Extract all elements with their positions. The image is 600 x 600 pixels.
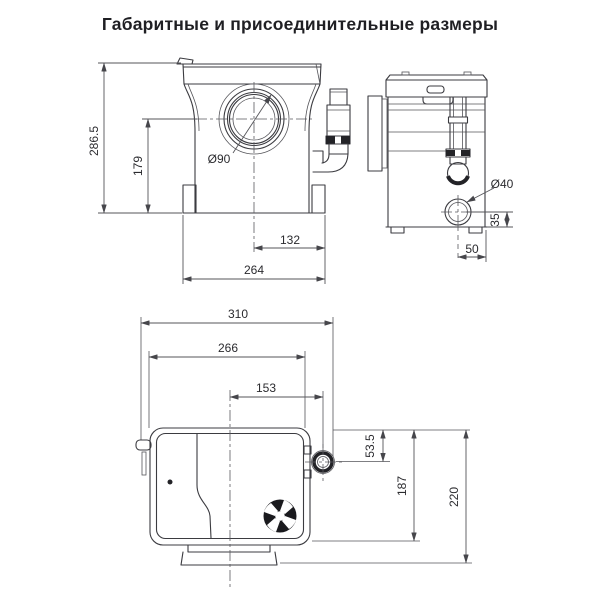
lid-bump-left	[401, 71, 410, 76]
dim-ext-lines	[98, 62, 182, 214]
pipe-clamp-left	[446, 150, 455, 156]
side-inlet-leader	[466, 187, 495, 203]
pipe-coupling-rings	[327, 109, 350, 132]
right-tab-upper	[303, 445, 312, 455]
back-plate-edge	[381, 98, 388, 169]
lid-notch	[422, 96, 454, 105]
side-lid	[385, 74, 488, 98]
right-tab-lower	[303, 469, 312, 479]
screw-dot	[167, 479, 173, 485]
pipe-seg-1	[449, 96, 467, 118]
pipe-seg-1-lines	[453, 97, 463, 117]
outlet-centerlines	[305, 444, 343, 481]
dim-label-body-width: 266	[218, 341, 238, 355]
dim-label-axis-to-outlet: 153	[256, 381, 276, 395]
body-inner-edge	[187, 83, 317, 132]
dim-side-inlet-offset: 50	[457, 226, 487, 262]
page-title: Габаритные и присоединительные размеры	[101, 14, 499, 34]
pipe-clamp-right	[341, 136, 350, 144]
dim-label-side-inlet-diameter: Ø40	[491, 177, 514, 191]
pipe-lower-segment	[328, 143, 349, 155]
pipe-seg-2	[449, 122, 467, 150]
dim-label-overall-height: 286.5	[87, 126, 101, 156]
outlet-port	[305, 444, 343, 481]
body-outline	[183, 83, 321, 214]
lid	[182, 63, 322, 85]
pipe-clamp-left	[326, 136, 335, 144]
dim-inlet-axis-height: 179	[131, 118, 197, 214]
dim-overall-width: 264	[182, 215, 326, 284]
dim-label-side-inlet-height: 35	[488, 213, 502, 227]
inlet-leader-line	[232, 94, 272, 154]
dim-ext-lines	[140, 317, 334, 460]
toilet-flange	[180, 544, 278, 566]
front-view: Ø90 286.5 179 132 2	[87, 57, 351, 284]
side-view: Ø40 35 50	[367, 71, 514, 262]
lid-seam-curve	[196, 433, 212, 539]
left-clip	[135, 439, 152, 451]
dim-body-depth: 187	[312, 429, 420, 542]
dim-overall-depth: 220	[280, 429, 472, 564]
dim-label-body-depth: 187	[395, 476, 409, 496]
dim-side-inlet-height: 35	[466, 211, 513, 228]
dim-label-top-overall-width: 310	[228, 307, 248, 321]
back-plate	[367, 95, 383, 172]
lid-bump-right	[463, 71, 472, 76]
dim-axis-to-outlet: 153	[229, 381, 324, 448]
side-seams	[388, 103, 485, 152]
fan-blades	[264, 500, 296, 532]
foot-right	[311, 184, 326, 214]
lid-chamfer	[315, 63, 321, 85]
pipe-seg-3	[449, 156, 467, 165]
pipe-top-segment	[329, 88, 348, 106]
pipe-clamp-right	[461, 150, 470, 156]
dim-label-overall-width: 264	[244, 263, 264, 277]
dim-outlet-offset: 53.5	[336, 429, 390, 462]
dim-label-overall-depth: 220	[447, 487, 461, 507]
foot-left	[182, 184, 197, 214]
pipe-port	[312, 150, 329, 173]
dim-label-inlet-diameter: Ø90	[208, 152, 231, 166]
dim-top-overall-width: 310	[140, 307, 334, 460]
top-view: 310 266 153	[135, 307, 472, 588]
pipe-ring	[447, 116, 469, 124]
pipe-elbow-bulb-shade	[446, 175, 470, 186]
side-foot-left	[390, 226, 405, 234]
side-discharge-pipe	[445, 96, 471, 186]
flange-base	[180, 551, 278, 566]
side-body	[385, 96, 488, 228]
discharge-pipe	[312, 88, 351, 173]
dim-label-axis-to-right-edge: 132	[280, 233, 300, 247]
dim-label-outlet-offset: 53.5	[363, 434, 377, 458]
dim-label-side-inlet-offset: 50	[465, 242, 479, 256]
dim-label-inlet-axis-height: 179	[131, 156, 145, 176]
fan-icon	[263, 499, 297, 533]
dim-axis-to-right-edge: 132	[253, 215, 326, 284]
pipe-elbow	[321, 153, 349, 173]
pipe-seg-2-lines	[453, 123, 463, 149]
left-clip-strip	[141, 451, 147, 476]
dim-ext-lines	[148, 351, 306, 428]
dim-overall-height: 286.5	[87, 62, 182, 214]
side-foot-right	[468, 226, 483, 234]
lid-slot	[426, 85, 445, 94]
flange-neck	[187, 544, 271, 553]
dim-body-width: 266	[148, 341, 306, 428]
